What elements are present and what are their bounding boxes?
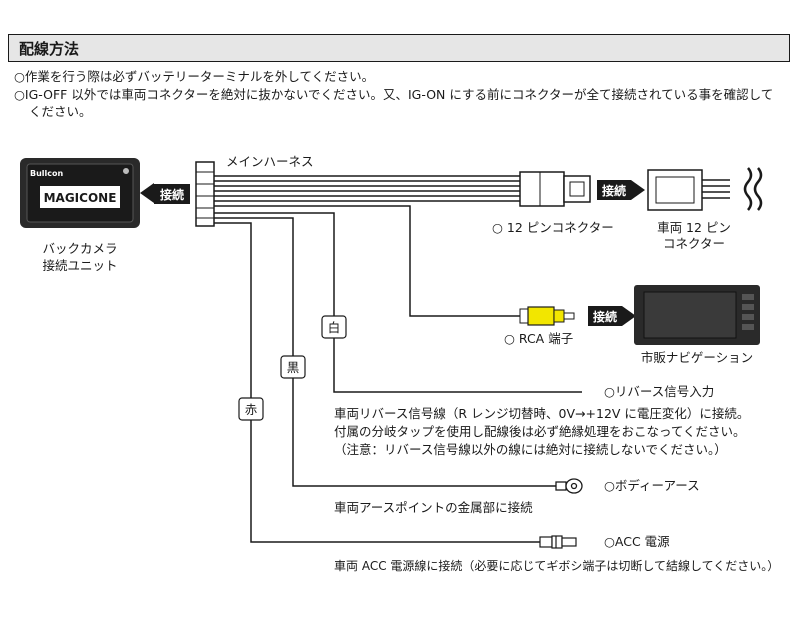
navigation-monitor <box>634 285 760 345</box>
harness-wires <box>214 175 520 202</box>
vehicle-connector-label-line1: 車両 12 ピン <box>657 220 731 235</box>
main-harness-label: メインハーネス <box>226 154 314 169</box>
vehicle-connector-label-line2: コネクター <box>663 236 725 251</box>
reverse-input-label: ○リバース信号入力 <box>604 384 714 399</box>
unit-logo: MAGICONE <box>44 191 117 205</box>
note-ig-off-cont: ください。 <box>29 104 92 119</box>
white-wire <box>214 212 582 393</box>
camera-unit: Bullcon MAGICONE <box>20 158 140 228</box>
black-wire-tag: 黒 <box>280 355 306 379</box>
red-wire-tag: 赤 <box>238 397 264 421</box>
black-wire-label: 黒 <box>287 360 300 375</box>
earth-terminal-icon <box>555 478 583 494</box>
vehicle-connector <box>647 169 730 211</box>
connect-tag-vehicle: 接続 <box>602 183 626 198</box>
red-wire-label: 赤 <box>245 402 258 417</box>
red-wire <box>214 222 540 543</box>
connect-tag-unit: 接続 <box>160 187 184 202</box>
vehicle-wave-icon <box>743 167 763 211</box>
earth-desc: 車両アースポイントの金属部に接続 <box>334 500 533 515</box>
navigation-label: 市販ナビゲーション <box>641 350 753 365</box>
connect-arrow-unit: 接続 <box>140 183 190 204</box>
white-wire-tag: 白 <box>321 315 347 339</box>
unit-label-line2: 接続ユニット <box>42 258 117 273</box>
acc-power-label: ○ACC 電源 <box>604 534 670 549</box>
reverse-desc-line2: 付属の分岐タップを使用し配線後は必ず絶縁処理をおこなってください。 <box>334 424 746 439</box>
acc-desc: 車両 ACC 電源線に接続（必要に応じてギボシ端子は切断して結線してください。） <box>334 558 779 573</box>
rca-wire <box>214 205 520 317</box>
black-wire <box>214 217 556 487</box>
note-ig-off: ○IG-OFF 以外では車両コネクターを絶対に抜かないでください。又、IG-ON… <box>14 87 774 102</box>
rca-plug <box>519 306 575 326</box>
brand-label: Bullcon <box>30 169 64 178</box>
connect-arrow-vehicle: 接続 <box>597 180 645 200</box>
white-wire-label: 白 <box>328 320 341 335</box>
reverse-desc-line1: 車両リバース信号線（R レンジ切替時、0V→+12V に電圧変化）に接続。 <box>334 406 749 421</box>
main-harness-connector <box>195 161 215 227</box>
connector-12pin <box>519 171 591 207</box>
section-title-bar: 配線方法 <box>8 34 790 62</box>
connector-12pin-label: ○ 12 ピンコネクター <box>492 220 614 235</box>
connect-arrow-nav: 接続 <box>588 306 636 326</box>
reverse-desc-line3: （注意：リバース信号線以外の線には絶対に接続しないでください。） <box>334 442 727 457</box>
unit-label-line1: バックカメラ <box>42 241 117 256</box>
acc-bullet-terminal-icon <box>539 535 577 549</box>
connect-tag-nav: 接続 <box>593 309 617 324</box>
rca-label: ○ RCA 端子 <box>504 331 573 346</box>
section-title: 配線方法 <box>19 40 80 58</box>
note-battery: ○作業を行う際は必ずバッテリーターミナルを外してください。 <box>14 69 375 84</box>
body-earth-label: ○ボディーアース <box>604 478 700 493</box>
